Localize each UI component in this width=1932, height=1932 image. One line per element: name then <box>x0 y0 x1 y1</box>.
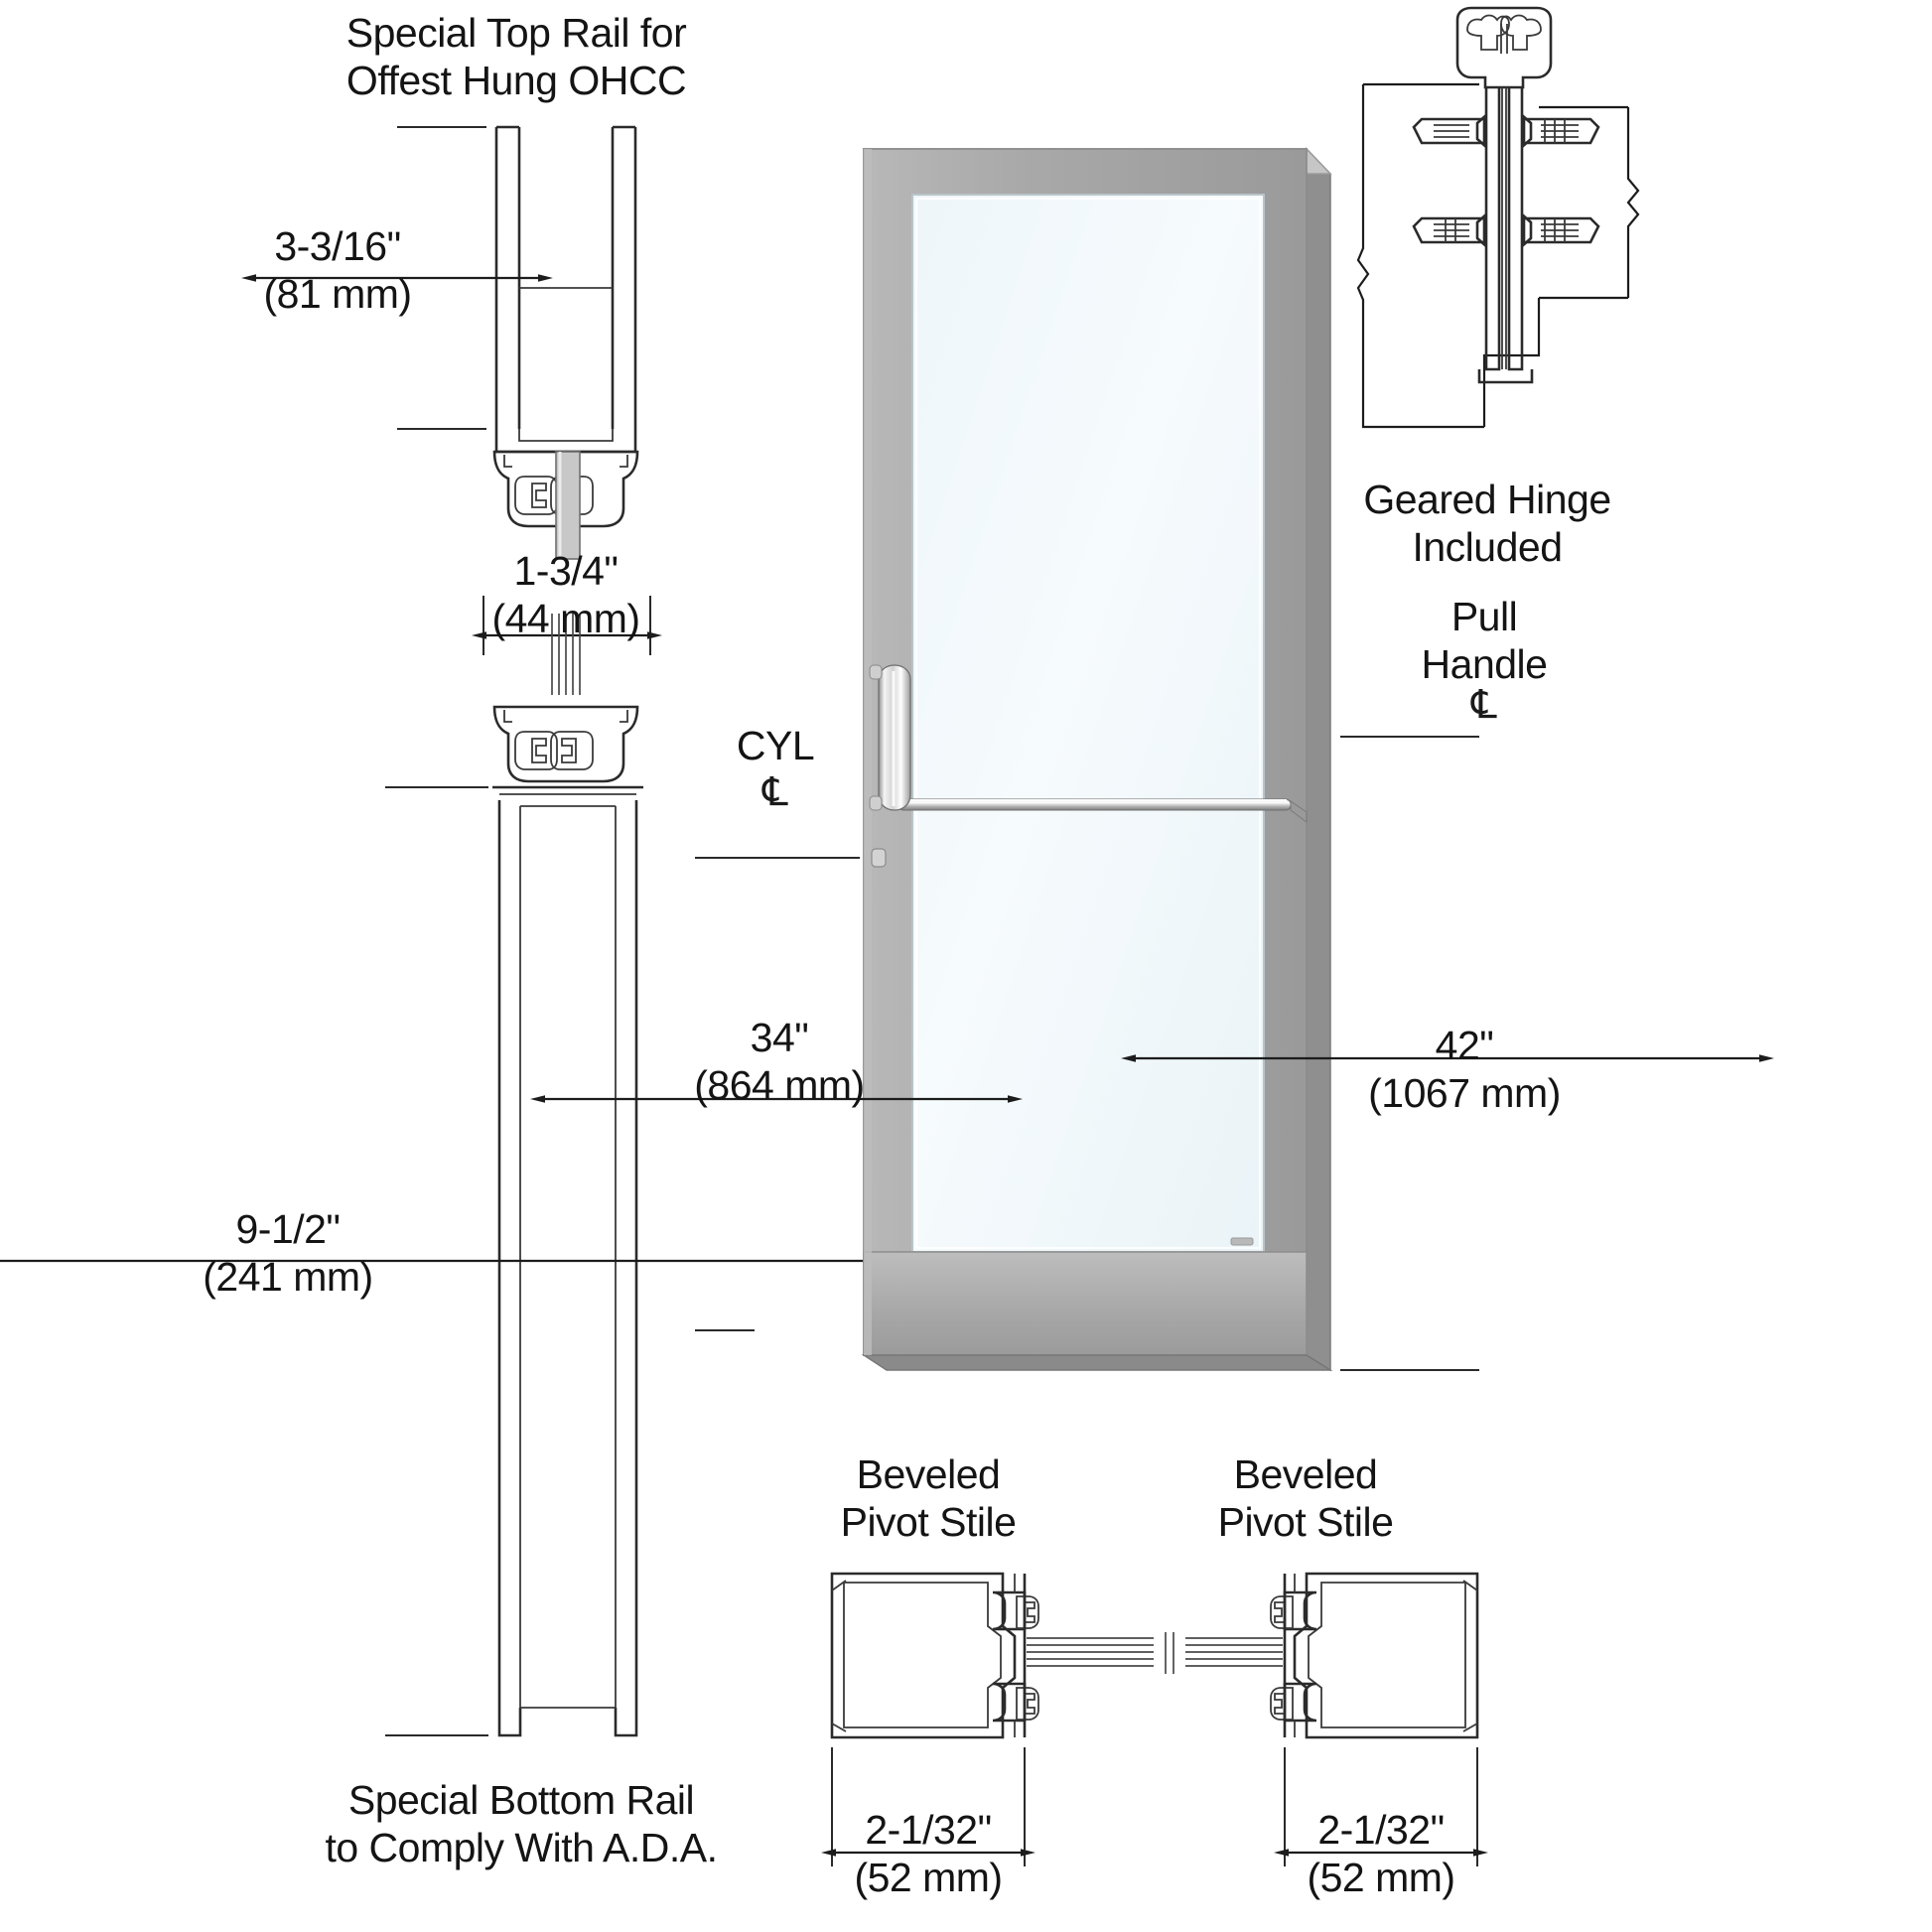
dimension-pull-imperial: 42" <box>1435 1023 1494 1068</box>
dimension-label-bottom-rail-height: 9-1/2"(241 mm) <box>174 1206 402 1301</box>
dimension-bottom-rail-imperial: 9-1/2" <box>235 1206 341 1252</box>
dimension-label-top-rail-height: 3-3/16"(81 mm) <box>253 223 422 318</box>
dimension-stile-right-imperial: 2-1/32" <box>1317 1807 1445 1853</box>
dimension-thickness-imperial: 1-3/4" <box>513 548 619 594</box>
centerline-icon-cyl: ℄ <box>762 770 788 814</box>
door-push-bar[interactable] <box>897 798 1308 823</box>
label-beveled-pivot-stile-right: Beveled Pivot Stile <box>1217 1451 1394 1545</box>
dimension-top-rail-height <box>241 126 553 430</box>
dimension-bottom-rail-height <box>0 786 884 1736</box>
dimension-stile-left-imperial: 2-1/32" <box>865 1807 992 1853</box>
dimension-bottom-rail-metric: (241 mm) <box>203 1253 373 1300</box>
beveled-pivot-stile-right-profile <box>1185 1572 1479 1739</box>
label-cyl: CYL <box>736 723 815 768</box>
dimension-door-thickness <box>472 596 662 695</box>
dimension-thickness-metric: (44 mm) <box>491 595 640 641</box>
dimension-pivot-stile-left-width <box>821 1747 1035 1866</box>
dimension-label-door-thickness: 1-3/4"(44 mm) <box>437 548 695 642</box>
dimension-label-pull-handle-centerline: 42"(1067 mm) <box>1330 1023 1598 1117</box>
caption-special-bottom-rail: Special Bottom Rail to Comply With A.D.A… <box>325 1777 718 1870</box>
beveled-pivot-stile-left-profile <box>830 1572 1174 1739</box>
title-special-top-rail: Special Top Rail for Offest Hung OHCC <box>345 10 687 103</box>
door-cylinder-lock[interactable] <box>871 848 887 868</box>
centerline-icon-pull-handle: ℄ <box>1471 683 1497 727</box>
dimension-cyl-metric: (864 mm) <box>694 1061 865 1108</box>
geared-hinge-detail <box>1356 6 1640 429</box>
dimension-label-pivot-stile-left-width: 2-1/32"(52 mm) <box>804 1807 1052 1901</box>
dimension-cyl-imperial: 34" <box>750 1015 809 1060</box>
dimension-label-pivot-stile-right-width: 2-1/32"(52 mm) <box>1257 1807 1505 1901</box>
label-geared-hinge: Geared Hinge Included <box>1363 477 1611 570</box>
dimension-cylinder-centerline <box>530 857 1023 1331</box>
dimension-pivot-stile-right-width <box>1274 1747 1488 1866</box>
label-beveled-pivot-stile-left: Beveled Pivot Stile <box>840 1451 1017 1545</box>
dimension-pull-handle-centerline <box>1121 736 1774 1371</box>
bottom-rail-section-profile <box>492 705 643 1737</box>
dimension-top-rail-metric: (81 mm) <box>263 270 412 317</box>
dimension-pull-metric: (1067 mm) <box>1368 1069 1561 1116</box>
door-elevation <box>861 147 1333 1372</box>
door-pull-handle[interactable] <box>869 664 911 811</box>
dimension-label-cylinder-centerline: 34"(864 mm) <box>655 1015 903 1109</box>
label-pull-handle: Pull Handle <box>1421 594 1548 687</box>
dimension-top-rail-imperial: 3-3/16" <box>274 223 401 269</box>
dimension-stile-left-metric: (52 mm) <box>854 1854 1003 1900</box>
top-rail-section-profile <box>492 125 639 560</box>
dimension-stile-right-metric: (52 mm) <box>1307 1854 1455 1900</box>
